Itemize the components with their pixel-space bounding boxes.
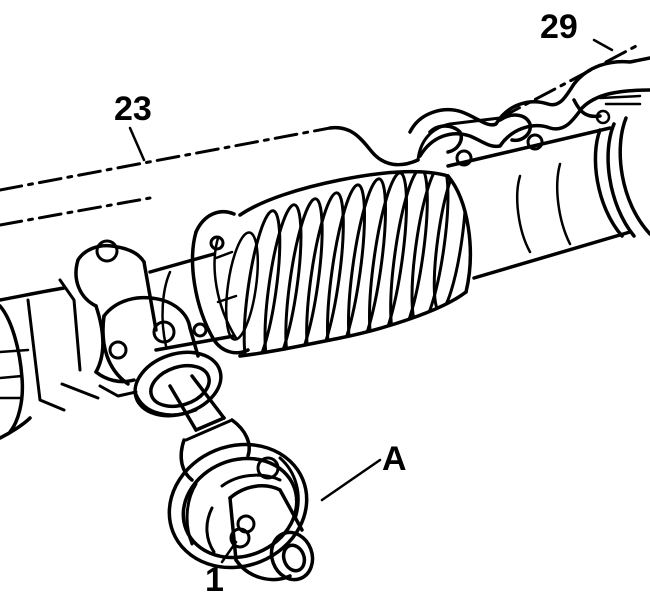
pinion-flange [133, 350, 223, 418]
callout-29: 29 [540, 8, 578, 46]
joint-yoke [205, 484, 315, 582]
bellows-boot [238, 169, 472, 358]
leader-lines [128, 38, 614, 564]
mounting-bracket-29 [408, 56, 650, 167]
rack-housing-right [446, 116, 650, 280]
pinion-housing [101, 296, 208, 386]
rack-housing-left [0, 239, 158, 440]
callout-1: 1 [205, 561, 224, 599]
universal-joint-A [167, 418, 309, 570]
boot-collar [190, 210, 260, 355]
input-shaft [168, 374, 234, 442]
leader-23 [128, 126, 146, 162]
leader-1 [220, 540, 238, 564]
rack-outline-23 [0, 42, 642, 227]
leader-29 [592, 38, 614, 52]
callout-A: A [382, 440, 407, 478]
callout-23: 23 [114, 90, 152, 128]
leader-A [320, 458, 382, 502]
